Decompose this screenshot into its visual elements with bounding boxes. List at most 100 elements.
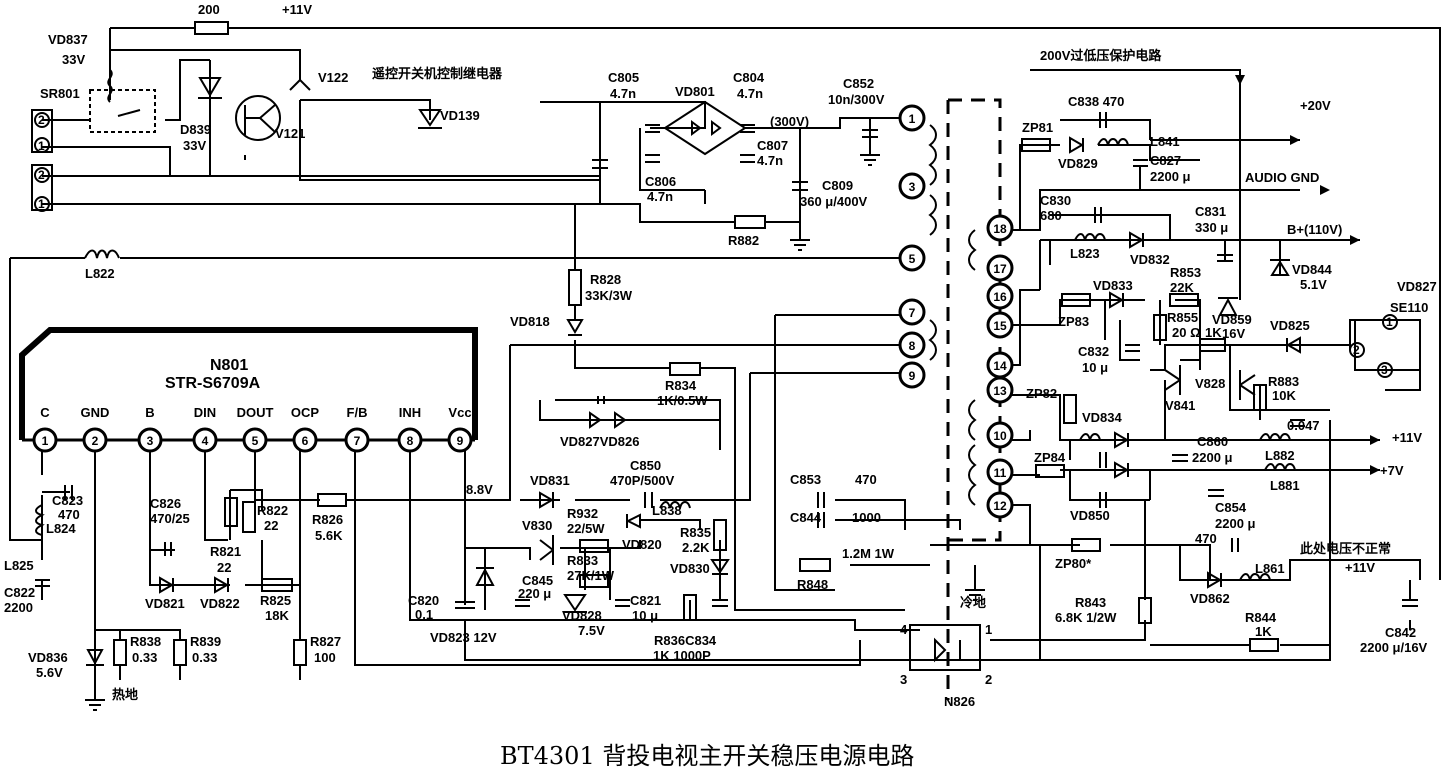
label-r838-val: 0.33 <box>132 650 157 665</box>
chip-pin-circle <box>397 427 423 453</box>
chip-pin-number: 8 <box>407 434 414 448</box>
label-r848: R848 <box>797 577 828 592</box>
label-20v: +20V <box>1300 98 1331 113</box>
bridge-vd801 <box>663 100 747 156</box>
transformer-pin-number: 14 <box>993 359 1007 373</box>
label-c845: C845 <box>522 573 553 588</box>
label-r855-val: 20 Ω <box>1172 325 1201 340</box>
label-conn-pin-c: 2 <box>38 168 45 182</box>
chip-pin-circle <box>32 427 58 453</box>
label-v841: V841 <box>1165 398 1195 413</box>
label-r839-val: 0.33 <box>192 650 217 665</box>
label-c832: C832 <box>1078 344 1109 359</box>
transformer-pin-circle <box>986 214 1014 242</box>
label-v121: V121 <box>275 126 305 141</box>
label-r844: R844 <box>1245 610 1277 625</box>
label-vd828: VD828 <box>562 608 602 623</box>
label-r853: R853 <box>1170 265 1201 280</box>
label-7v: +7V <box>1380 463 1404 478</box>
label-l823: L823 <box>1070 246 1100 261</box>
label-r828: R828 <box>590 272 621 287</box>
label-r826-val: 5.6K <box>315 528 343 543</box>
label-vd822: VD822 <box>200 596 240 611</box>
label-c853: C853 <box>790 472 821 487</box>
label-vd831: VD831 <box>530 473 570 488</box>
label-c827-val: 2200 μ <box>1150 169 1191 184</box>
label-b110v: B+(110V) <box>1287 222 1342 237</box>
label-vd844: VD844 <box>1292 262 1333 277</box>
transformer-pin-number: 11 <box>994 466 1007 480</box>
label-l861: L861 <box>1255 561 1285 576</box>
label-hot-ground: 热地 <box>112 687 138 702</box>
transistor-v121 <box>235 95 281 141</box>
label-d839: D839 <box>180 122 211 137</box>
transformer-pin-number: 13 <box>993 384 1007 398</box>
label-c822: C822 <box>4 585 35 600</box>
label-12m: 1.2M 1W <box>842 546 895 561</box>
label-n826-pin2: 2 <box>985 672 992 687</box>
chip-pin-label: GND <box>81 405 110 420</box>
label-vd832: VD832 <box>1130 252 1170 267</box>
label-c844: C844 <box>790 510 822 525</box>
transformer-pin-number: 18 <box>993 222 1007 236</box>
label-n826: N826 <box>944 694 975 709</box>
label-c804: C804 <box>733 70 765 85</box>
label-r838: R838 <box>130 634 161 649</box>
label-c805: C805 <box>608 70 639 85</box>
label-200v-protect: 200V过低压保护电路 <box>1040 48 1162 63</box>
chip-pin-circle <box>344 427 370 453</box>
label-conn-pin-b: 1 <box>38 139 45 153</box>
label-l822: L822 <box>85 266 115 281</box>
transformer-pin-circle <box>986 491 1014 519</box>
label-33v: 33V <box>62 52 85 67</box>
label-r932-val: 22/5W <box>567 521 605 536</box>
label-v122: V122 <box>318 70 348 85</box>
label-zp81: ZP81 <box>1022 120 1053 135</box>
relay-sr801 <box>89 89 156 133</box>
label-n826-pin3: 3 <box>900 672 907 687</box>
label-r828-val: 33K/3W <box>585 288 633 303</box>
chip-name: N801 <box>210 357 248 374</box>
label-r825-val: 18K <box>265 608 289 623</box>
transformer-pin-number: 9 <box>909 369 916 383</box>
label-n826-pin1: 1 <box>985 622 992 637</box>
label-abnormal: 此处电压不正常 <box>1300 541 1391 556</box>
label-r827: R827 <box>310 634 341 649</box>
transformer-pin-number: 17 <box>993 262 1007 276</box>
label-r844-val: 1K <box>1255 624 1272 639</box>
label-c823-val: 470 <box>58 507 80 522</box>
label-c860-val: 2200 μ <box>1192 450 1233 465</box>
label-reg-pin1: 1 <box>1386 315 1393 329</box>
label-r834: R834 <box>665 378 697 393</box>
regulator-vd827 <box>1354 319 1421 371</box>
label-0047: 0.047 <box>1287 418 1320 433</box>
label-l841: L841 <box>1150 134 1180 149</box>
label-vd859: VD859 <box>1212 312 1252 327</box>
chip-pin-circle <box>192 427 218 453</box>
label-vd830: VD830 <box>670 561 710 576</box>
label-c854-val: 2200 μ <box>1215 516 1256 531</box>
label-vd834: VD834 <box>1082 410 1123 425</box>
label-v830: V830 <box>522 518 552 533</box>
label-c852: C852 <box>843 76 874 91</box>
label-vd818: VD818 <box>510 314 550 329</box>
label-r833-val: 27K/1W <box>567 568 615 583</box>
label-c820: C820 <box>408 593 439 608</box>
label-c809-val: 360 μ/400V <box>800 194 868 209</box>
chip-pin-label: DOUT <box>237 405 274 420</box>
transformer-pin-circle <box>986 254 1014 282</box>
label-c807-val: 4.7n <box>757 153 783 168</box>
label-zp82: ZP82 <box>1026 386 1057 401</box>
transformer-pin-number: 16 <box>993 290 1007 304</box>
label-r821-val: 22 <box>217 560 231 575</box>
chip-pin-circle <box>447 427 473 453</box>
label-cold-ground: 冷地 <box>960 595 986 610</box>
label-r883: R883 <box>1268 374 1299 389</box>
label-l824: L824 <box>46 521 76 536</box>
label-51v: 5.1V <box>1300 277 1327 292</box>
label-se110: SE110 <box>1390 300 1428 315</box>
label-r833: R833 <box>567 553 598 568</box>
label-r836-c834: R836C834 <box>654 633 717 648</box>
label-vd820: VD820 <box>622 537 662 552</box>
label-470b: 470 <box>1195 531 1217 546</box>
